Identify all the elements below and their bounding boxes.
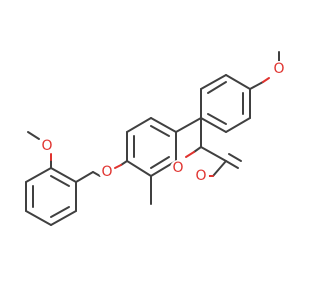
oxygen-atom-lactone-ring: O xyxy=(172,160,183,176)
lactone-ring xyxy=(175,117,202,165)
molecule-canvas: O O O O O xyxy=(25,51,287,226)
atom-labels: O O O O O xyxy=(39,61,287,184)
right-benzene-ring xyxy=(200,74,251,133)
molecule-structure: O O O O O xyxy=(25,51,287,226)
core-benzene-ring xyxy=(126,117,177,177)
benzyl-methoxy-group xyxy=(27,131,52,169)
benzyl-ether-linker xyxy=(75,160,128,183)
carbonyl-group xyxy=(200,146,242,177)
oxygen-atom-carbonyl: O xyxy=(195,168,206,184)
oxygen-atom-benzyl-ether: O xyxy=(101,164,112,180)
oxygen-atom-benzyl-methoxy: O xyxy=(41,138,52,154)
oxygen-atom-right-methoxy: O xyxy=(273,61,284,77)
benzyl-benzene-ring xyxy=(25,167,77,226)
